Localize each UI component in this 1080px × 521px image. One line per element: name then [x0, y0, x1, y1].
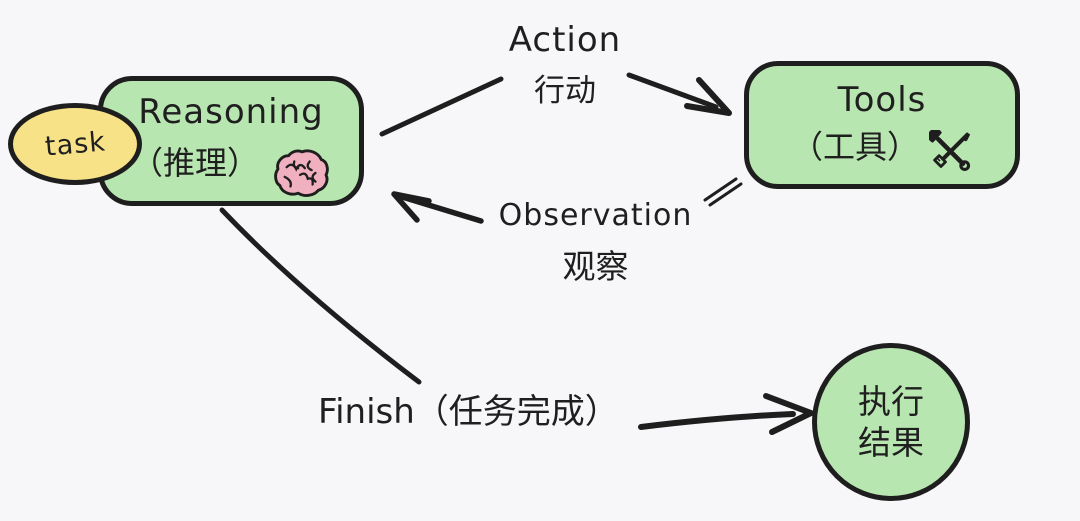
action-arrowhead [684, 77, 732, 116]
task-node: task [8, 103, 142, 185]
tools-icon [929, 129, 971, 171]
finish-arrowhead [763, 393, 814, 435]
finish-diagonal-line [219, 207, 422, 385]
brain-icon [274, 148, 329, 197]
finish-edge-label: Finish（任务完成） [318, 392, 619, 432]
observation-label-zh: 观察 [562, 247, 629, 286]
action-label-en: Action [508, 20, 622, 60]
result-label-line1: 执行 [858, 381, 924, 421]
reasoning-node: Reasoning （推理） [98, 76, 364, 206]
finish-arrow-shaft [638, 411, 796, 430]
action-label-zh: 行动 [534, 73, 596, 109]
reasoning-title: Reasoning [138, 92, 324, 133]
observation-edge-label: Observation 观察 [468, 198, 723, 288]
action-edge-label: Action 行动 [455, 20, 675, 110]
tools-title: Tools [837, 80, 927, 121]
result-label-line2: 结果 [858, 423, 924, 462]
observation-label-en: Observation [498, 198, 693, 233]
result-node: 执行 结果 [812, 343, 970, 501]
observation-arrowhead [391, 191, 432, 223]
observation-stub-line-2 [708, 182, 743, 207]
tools-node: Tools （工具） [744, 61, 1020, 189]
action-arrow-right-segment [626, 72, 719, 110]
observation-stub-line-1 [703, 177, 738, 202]
reasoning-subtitle: （推理） [130, 144, 259, 183]
task-label: task [43, 125, 107, 163]
action-arrow-left-segment [379, 76, 504, 137]
tools-subtitle: （工具） [790, 128, 919, 167]
